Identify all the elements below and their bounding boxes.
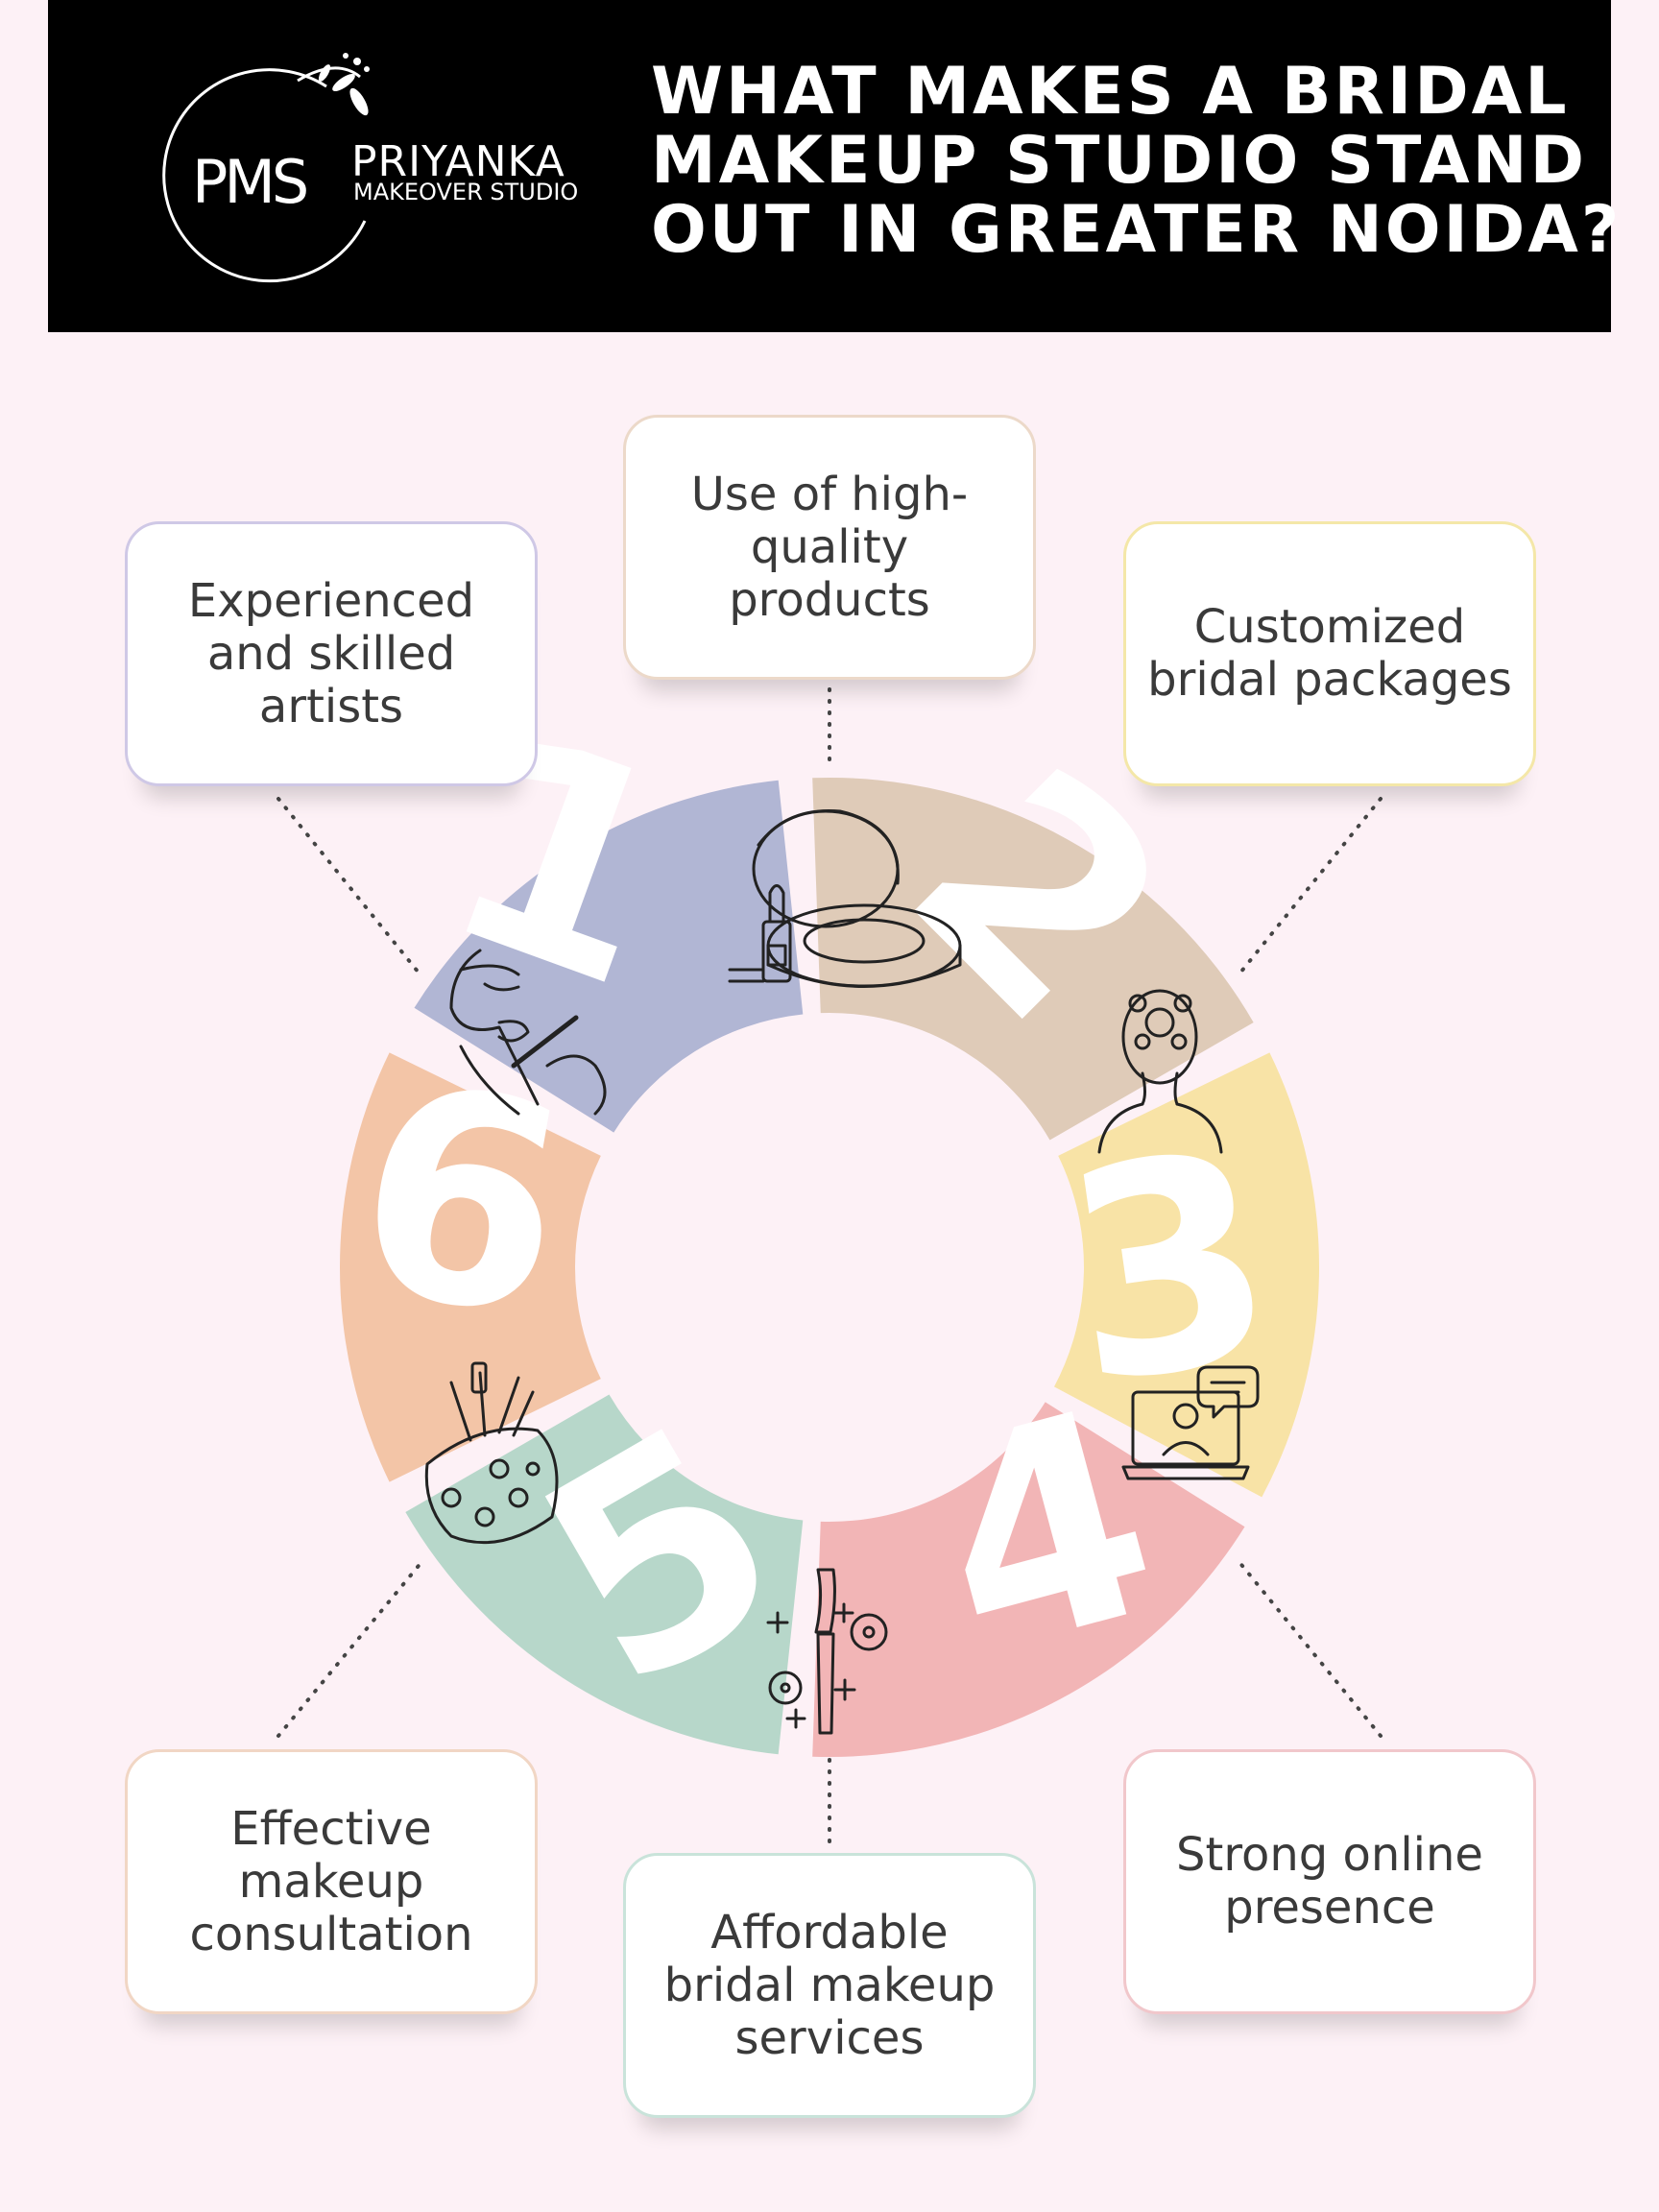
feature-label-1: Experienced and skilled artists [187,573,475,733]
feature-label-3: Customized bridal packages [1147,600,1512,707]
feature-card-5: Affordable bridal makeup services [623,1853,1036,2118]
title-line-1: WHAT MAKES A BRIDAL [651,54,1570,130]
feature-card-4: Strong online presence [1123,1749,1536,2014]
ring-segment-5 [405,1394,804,1755]
bridal-hairstyle-icon [1097,989,1223,1154]
header-banner: PMS PRIYANKA MAKEOVER STUDIO WHAT MAKES … [48,0,1619,332]
logo-monogram: PMS [192,147,309,217]
ring-segment-4 [812,1402,1245,1757]
laptop-chat-icon [1121,1365,1260,1480]
logo-circle-icon [162,53,370,283]
connector-1 [276,797,424,979]
face-makeup-icon [449,949,607,1116]
title-line-3: OUT IN GREATER NOIDA? [651,192,1623,268]
makeup-brush-sparkle-icon [766,1568,888,1735]
feature-label-6: Effective makeup consultation [189,1801,473,1961]
cosmetic-bag-icon [424,1361,559,1545]
logo-name: PRIYANKA [351,137,565,186]
connector-4 [1237,1559,1382,1738]
ring-segment-6 [340,1052,601,1482]
connector-3 [1235,797,1382,979]
feature-card-6: Effective makeup consultation [125,1749,538,2014]
feature-card-3: Customized bridal packages [1123,521,1536,786]
feature-label-5: Affordable bridal makeup services [663,1905,996,2065]
feature-card-2: Use of high-quality products [623,415,1036,680]
ring-segment-1 [414,780,804,1133]
connector-6 [276,1559,424,1738]
feature-label-4: Strong online presence [1176,1828,1483,1935]
title-line-2: MAKEUP STUDIO STAND [651,123,1588,199]
compact-lipstick-icon [728,808,962,988]
ring-segment-3 [1053,1052,1320,1498]
page-title: WHAT MAKES A BRIDAL MAKEUP STUDIO STAND … [651,58,1640,265]
segment-number-3: 3 [1047,1089,1292,1449]
brand-logo: PMS PRIYANKA MAKEOVER STUDIO [106,48,605,288]
feature-label-2: Use of high-quality products [690,467,969,627]
feature-card-1: Experienced and skilled artists [125,521,538,786]
logo-subtitle: MAKEOVER STUDIO [353,179,579,205]
